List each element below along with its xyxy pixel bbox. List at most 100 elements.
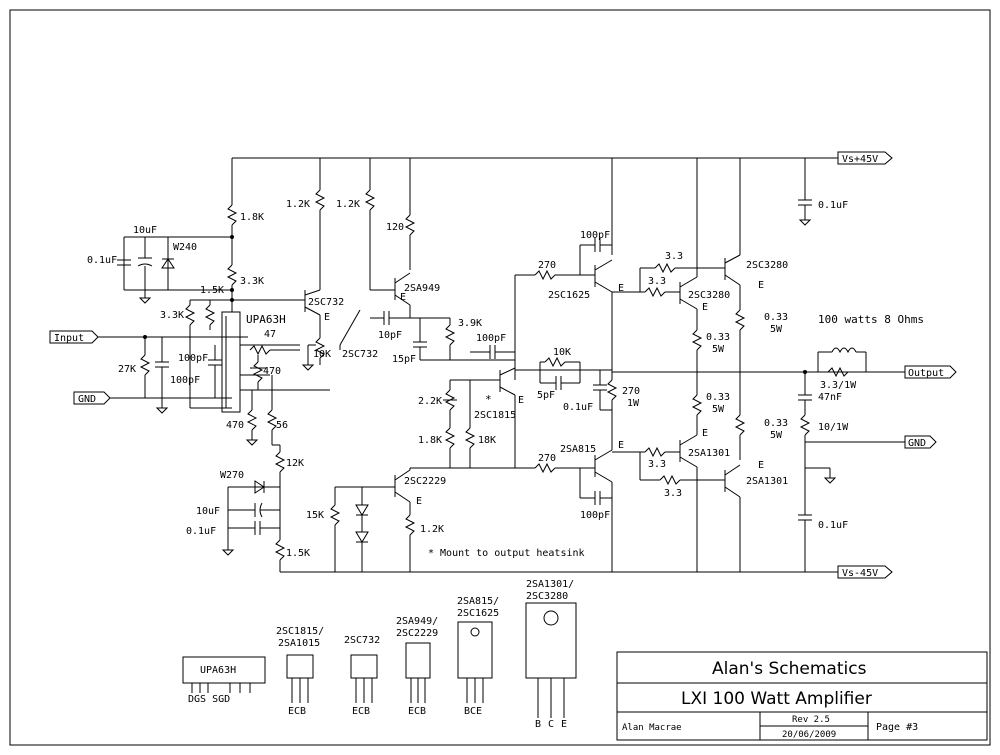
vs-neg-port: Vs-45V (837, 565, 893, 579)
pkg-to220-pins: BCE (464, 706, 482, 717)
r-12k-label: 12K (286, 458, 304, 469)
resistor-3r3-b: 3.3 (640, 276, 680, 298)
resistor-270-bottom: 270 (515, 453, 595, 474)
pkg-to92a-pins: ECB (288, 706, 306, 717)
title-block-author: Alan Macrae (622, 723, 682, 733)
r-15k-label: 15K (306, 510, 324, 521)
title-block-title: LXI 100 Watt Amplifier (681, 689, 872, 709)
c-01uf-c-label: 0.1uF (563, 402, 593, 413)
c-01uf-a-label: 0.1uF (87, 255, 117, 266)
r-033c-label: 0.33 (706, 392, 730, 403)
upa63h-label: UPA63H (246, 313, 286, 326)
sheet-border (9, 9, 991, 746)
resistor-3r3-c: 3.3 (612, 446, 680, 470)
c-01uf-b-label: 0.1uF (186, 526, 216, 537)
r-033a-rating: 5W (712, 344, 725, 355)
trimmer-2k2: 2.2K (418, 380, 457, 428)
d-w270-label: W270 (220, 470, 244, 481)
r-1k8a-label: 1.8K (240, 212, 264, 223)
r-033d-label: 0.33 (764, 418, 788, 429)
resistor-3k9: 3.9K (444, 318, 482, 360)
input-label: Input (54, 333, 84, 344)
heatsink-note: * Mount to output heatsink (428, 548, 585, 559)
vs-neg-label: Vs-45V (842, 568, 878, 579)
q-2sc732b-label: 2SC732 (342, 349, 378, 360)
rail-wires (231, 157, 838, 573)
transistor-2sc732-b: 2SC732 (339, 289, 395, 360)
r-18k-label: 18K (478, 435, 496, 446)
r-033c-rating: 5W (712, 404, 725, 415)
r-10k-a-label: 10K (313, 349, 331, 360)
resistor-1k2-a: 1.2K (286, 189, 326, 290)
q-2sc1815-star: * (485, 393, 492, 406)
capacitor-5pf: 5pF (537, 376, 580, 401)
resistor-10k-bias: 10K (539, 347, 581, 383)
title-block-company: Alan's Schematics (712, 659, 867, 679)
package-to92-b: 2SC732 ECB (344, 635, 380, 717)
r-10k-b-label: 10K (553, 347, 571, 358)
pkg-to126-name1: 2SA949/ (396, 616, 438, 627)
vs-pos-port: Vs+45V (837, 151, 893, 165)
capacitor-100pf-input: 100pF (155, 337, 200, 414)
zener-w270: W270 (220, 470, 280, 550)
r-270a-label: 270 (538, 260, 556, 271)
resistor-3k3-top: 3.3K (226, 264, 264, 312)
package-to92-a: 2SC1815/ 2SA1015 ECB (276, 626, 324, 717)
capacitor-01uf-rail-bot: 0.1uF (798, 514, 848, 572)
q-2sc732a-label: 2SC732 (308, 297, 344, 308)
r-33c-label: 3.3 (648, 459, 666, 470)
package-upa63h: UPA63H DGS SGD (182, 656, 266, 705)
resistor-0r33-b: 0.33 5W (734, 300, 788, 372)
q-2sc1625-e: E (618, 283, 624, 294)
c-01uf-bot-label: 0.1uF (818, 520, 848, 531)
r-1k2c-label: 1.2K (420, 524, 444, 535)
pkg-to3p-pin-b: B (535, 719, 541, 730)
capacitor-100pf-mid: 100pF (470, 333, 515, 359)
transistor-2sc2229: 2SC2229 E (394, 467, 450, 515)
r-270b-label: 270 (538, 453, 556, 464)
resistor-1k8-mid: 1.8K (418, 427, 456, 468)
capacitor-100pf-bot: 100pF (579, 468, 612, 521)
capacitor-01uf-bias2: 0.1uF (563, 370, 607, 413)
capacitor-10uf-bias: 10uF (196, 502, 280, 518)
r-270-1w-label: 270 (622, 386, 640, 397)
capacitor-10pf: 10pF (370, 311, 420, 341)
c-15pf-label: 15pF (392, 354, 416, 365)
resistor-27k: 27K (118, 335, 151, 398)
capacitor-100pf-fb: 100pF (178, 345, 222, 398)
resistor-1k5-bottom: 1.5K (274, 539, 310, 572)
package-to220: 2SA815/ 2SC1625 BCE (457, 596, 499, 717)
r-033d-rating: 5W (770, 430, 783, 441)
upa63h-ic: UPA63H (221, 311, 330, 413)
title-block-date: 20/06/2009 (782, 730, 836, 740)
pkg-to3p-pin-e: E (561, 719, 567, 730)
q-2sc2229-label: 2SC2229 (404, 476, 446, 487)
c-10uf-b-label: 10uF (196, 506, 220, 517)
gnd-out-port: GND (805, 435, 937, 484)
c-100pf-a-label: 100pF (178, 353, 208, 364)
gnd-out-label: GND (908, 438, 926, 449)
diode-string (355, 487, 369, 572)
resistor-56: 56 (266, 375, 288, 446)
resistor-1k2-b: 1.2K (336, 189, 376, 290)
resistor-470-lower: 470 (226, 390, 259, 446)
q-2sa815-e: E (618, 440, 624, 451)
title-block-rev: Rev 2.5 (792, 715, 830, 725)
resistor-3r3-d: 3.3 (639, 452, 725, 499)
pkg-upa63h-name: UPA63H (200, 665, 236, 676)
q-2sa1301b-e: E (758, 460, 764, 471)
resistor-1k5-top: 1.5K (200, 285, 224, 330)
q-2sa815-label: 2SA815 (560, 444, 596, 455)
r-3k3a-label: 3.3K (240, 276, 264, 287)
c-47nf-label: 47nF (818, 392, 842, 403)
resistor-3r3-a: 3.3 (639, 251, 725, 292)
q-2sc732a-e: E (324, 312, 330, 323)
r-1k5b-label: 1.5K (286, 548, 310, 559)
resistor-18k: 18K (464, 380, 496, 468)
r-47-label: 47 (264, 329, 276, 340)
c-10uf-label: 10uF (133, 225, 157, 236)
q-2sa949-label: 2SA949 (404, 283, 440, 294)
r-1k2a-label: 1.2K (286, 199, 310, 210)
r-033b-label: 0.33 (764, 312, 788, 323)
c-100pf-c-label: 100pF (476, 333, 506, 344)
